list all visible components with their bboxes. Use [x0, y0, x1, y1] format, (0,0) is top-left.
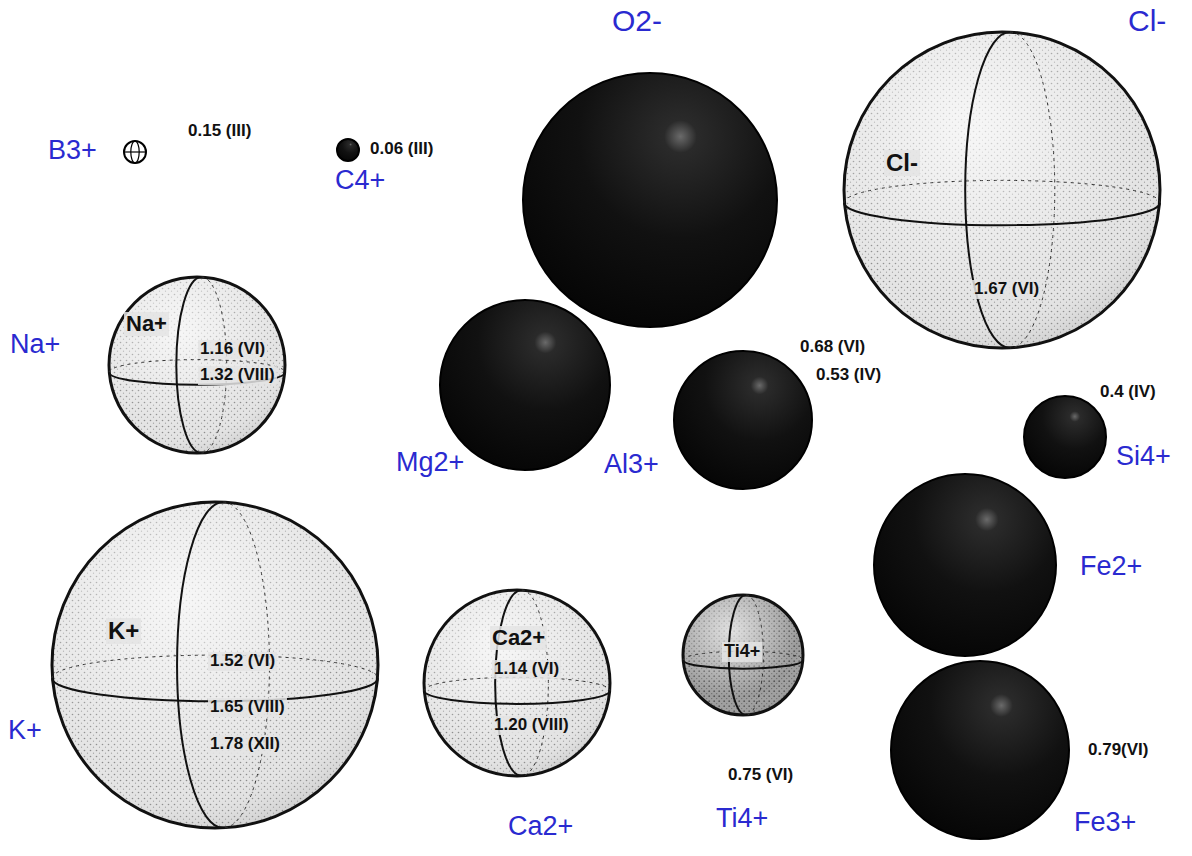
ion-sphere: Na+Na+1.16 (VI)1.32 (VIII)	[107, 275, 287, 455]
radius-value: 0.15 (III)	[188, 122, 251, 141]
radius-value: 1.78 (XII)	[208, 735, 282, 754]
sphere-outline	[123, 140, 147, 164]
sphere-label: Cl-	[884, 150, 920, 176]
sphere-outline	[890, 660, 1070, 840]
ion-sphere: B3+0.15 (III)	[123, 140, 147, 164]
ion-sphere: Mg2+	[439, 299, 611, 471]
radius-value: 1.16 (VI)	[198, 340, 267, 359]
sphere-label: Na+	[124, 312, 169, 336]
sphere-outline	[522, 72, 778, 328]
ion-label: Na+	[10, 330, 60, 360]
radius-value: 0.79(VI)	[1088, 741, 1148, 760]
ion-label: Mg2+	[396, 448, 464, 478]
radius-value: 0.68 (VI)	[800, 338, 865, 357]
ion-label: Ti4+	[716, 804, 768, 834]
sphere-label: Ca2+	[490, 626, 547, 650]
sphere-outline	[336, 138, 360, 162]
ion-label: Si4+	[1116, 442, 1171, 472]
sphere-outline	[873, 473, 1057, 657]
ion-sphere: 0.06 (III)C4+	[336, 138, 360, 162]
radius-value: 1.14 (VI)	[492, 660, 561, 679]
sphere-outline	[1023, 395, 1107, 479]
ion-sphere: Fe2+	[873, 473, 1057, 657]
radius-value: 1.67 (VI)	[972, 280, 1041, 299]
sphere-label: K+	[106, 618, 141, 644]
ion-label: B3+	[48, 136, 97, 166]
sphere-label: Ti4+	[722, 642, 762, 662]
ion-sphere: O2-	[522, 72, 778, 328]
ion-label: C4+	[335, 166, 385, 196]
radius-value: 0.75 (VI)	[728, 766, 793, 785]
ion-label: Cl-	[1128, 4, 1166, 37]
radius-value: 0.4 (IV)	[1100, 383, 1156, 402]
sphere-outline	[107, 275, 287, 455]
radius-value: 1.65 (VIII)	[208, 698, 287, 717]
ion-label: Fe2+	[1080, 552, 1142, 582]
radius-value: 1.32 (VIII)	[198, 366, 277, 385]
ion-sphere: 0.79(VI)Fe3+	[890, 660, 1070, 840]
radius-value: 1.20 (VIII)	[492, 716, 571, 735]
sphere-outline	[842, 30, 1162, 350]
ion-sphere: Ti4+0.75 (VI)Ti4+	[681, 593, 805, 717]
ion-label: Fe3+	[1074, 808, 1136, 838]
radius-value: 0.06 (III)	[370, 140, 433, 159]
sphere-outline	[439, 299, 611, 471]
ion-sphere: K+K+1.52 (VI)1.65 (VIII)1.78 (XII)	[50, 500, 380, 830]
ion-label: Ca2+	[508, 812, 573, 842]
radius-value: 1.52 (VI)	[208, 652, 277, 671]
radius-value: 0.53 (IV)	[816, 366, 881, 385]
sphere-outline	[673, 350, 813, 490]
ion-label: O2-	[612, 4, 662, 37]
ion-label: Al3+	[604, 450, 659, 480]
ion-sphere: 0.68 (VI)0.53 (IV)Al3+	[673, 350, 813, 490]
ion-sphere: Ca2+1.14 (VI)1.20 (VIII)Ca2+	[422, 588, 612, 778]
ion-sphere: Cl-Cl-1.67 (VI)	[842, 30, 1162, 350]
ion-label: K+	[8, 716, 42, 746]
sphere-outline	[422, 588, 612, 778]
ion-sphere: 0.4 (IV)Si4+	[1023, 395, 1107, 479]
